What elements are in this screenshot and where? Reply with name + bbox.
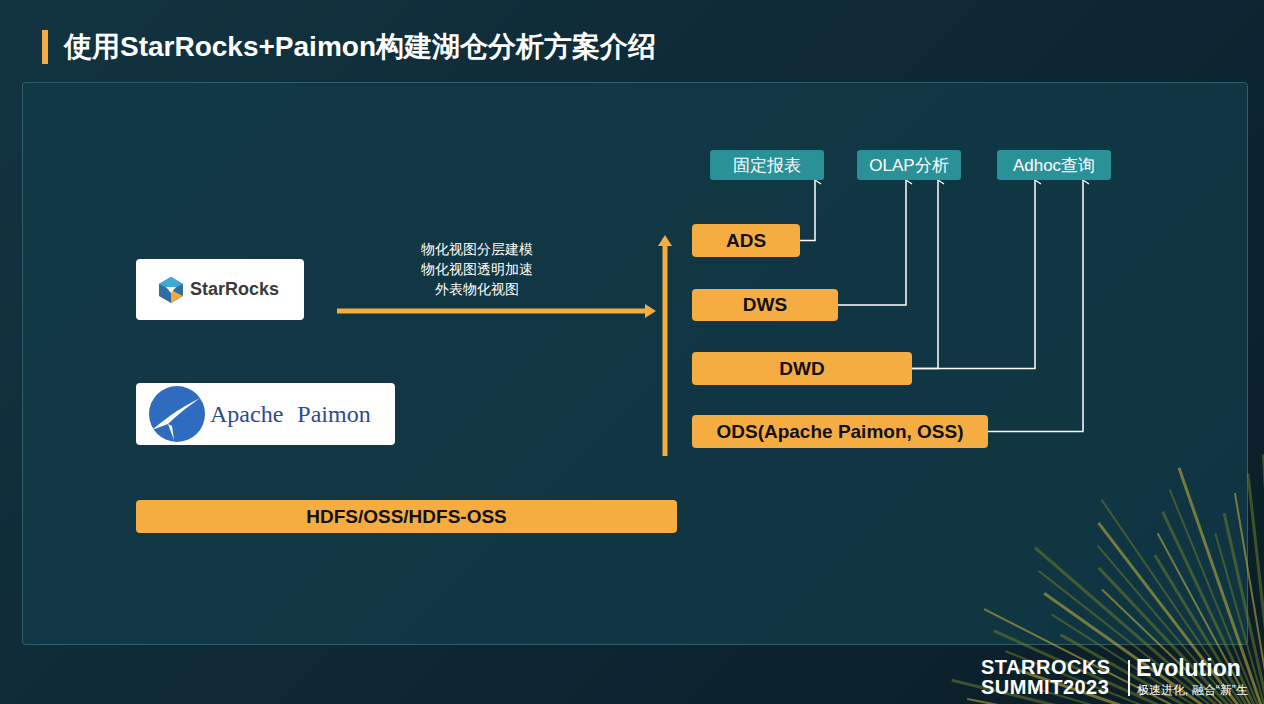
node-text: Apache Paimon <box>210 401 371 428</box>
paimon-logo: Apache Paimon <box>136 383 395 445</box>
node-text: HDFS/OSS/HDFS-OSS <box>306 506 507 528</box>
starrocks-logo: StarRocks <box>136 259 304 320</box>
adhoc-box: Adhoc查询 <box>997 150 1111 180</box>
footer-theme: Evolution <box>1136 655 1241 682</box>
node-text: OLAP分析 <box>869 154 948 177</box>
slide-title: 使用StarRocks+Paimon构建湖仓分析方案介绍 <box>64 28 656 66</box>
node-text: DWS <box>743 294 787 316</box>
flow-connector <box>838 180 906 305</box>
dwd-layer: DWD <box>692 352 912 385</box>
paimon-icon <box>146 384 206 444</box>
golden-rays <box>952 454 1264 704</box>
arrow-note: 物化视图透明加速 <box>421 261 533 279</box>
storage-band: HDFS/OSS/HDFS-OSS <box>136 500 677 533</box>
dws-layer: DWS <box>692 289 838 321</box>
content-panel <box>23 83 1248 645</box>
footer-divider <box>1128 660 1130 696</box>
olap-box: OLAP分析 <box>857 150 961 180</box>
ods-layer: ODS(Apache Paimon, OSS) <box>692 415 988 448</box>
report-box: 固定报表 <box>710 150 824 180</box>
node-text: 固定报表 <box>733 154 801 177</box>
footer-brand: SUMMIT2023 <box>981 676 1109 699</box>
node-text: Adhoc查询 <box>1013 154 1095 177</box>
flow-connector <box>912 180 938 369</box>
ads-layer: ADS <box>692 224 800 257</box>
node-text: StarRocks <box>190 279 279 300</box>
node-text: ODS(Apache Paimon, OSS) <box>716 421 963 443</box>
node-text: ADS <box>726 230 766 252</box>
node-text: DWD <box>779 358 824 380</box>
footer-brand: STARROCKS <box>981 656 1111 679</box>
arrow-note: 物化视图分层建模 <box>421 241 533 259</box>
flow-connector <box>912 180 1035 369</box>
title-bar <box>42 30 48 64</box>
arrow-note: 外表物化视图 <box>435 281 519 299</box>
flow-connector <box>800 180 815 241</box>
footer-slogan: 极速进化, 融合“新”生 <box>1137 682 1248 699</box>
flow-connector <box>988 180 1083 432</box>
starrocks-icon <box>156 275 186 305</box>
